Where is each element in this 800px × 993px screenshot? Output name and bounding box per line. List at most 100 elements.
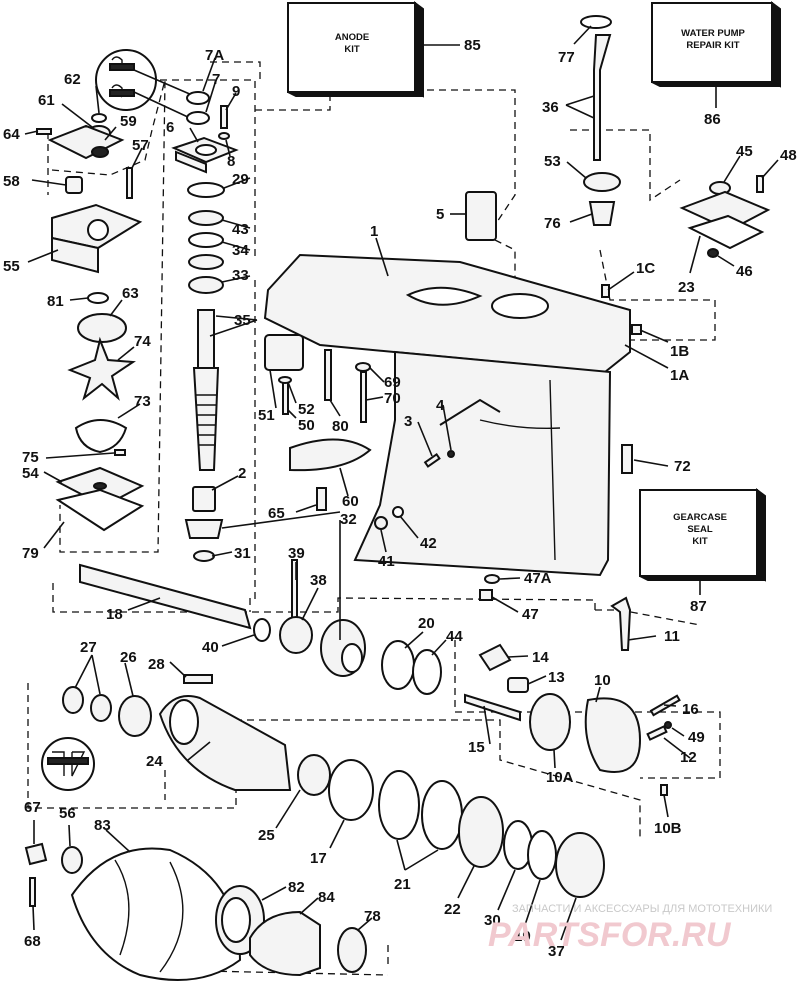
gearcase-kit-label-line1: GEARCASE [673,512,727,523]
housing-plate-6-side [175,150,207,174]
callout-1A: 1A [670,367,689,384]
gearcase-seal-kit-box: GEARCASE SEAL KIT 87 [639,488,766,615]
callout-15: 15 [468,739,485,756]
callout-47: 47 [522,606,539,623]
callout-77: 77 [558,49,575,66]
callout-73: 73 [134,393,151,410]
plug-1b [631,324,642,335]
retaining-ring-21a [378,770,420,840]
callout-50: 50 [298,417,315,434]
callout-74: 74 [134,333,151,350]
bolt-80 [324,349,332,401]
callout-19: 19 [514,928,531,945]
callout-21: 21 [394,876,411,893]
o-ring-29 [187,182,225,198]
callout-63: 63 [122,285,139,302]
callout-49: 49 [688,729,705,746]
water-tube-group-outline [570,129,716,341]
thrust-washer-78 [337,927,367,973]
screw-48 [756,175,764,193]
leader-lines [24,25,779,941]
callout-14: 14 [532,649,549,666]
water-pump-repair-kit-box: WATER PUMP REPAIR KIT 86 [651,1,781,128]
callout-3: 3 [404,413,412,430]
o-ring-17 [328,759,374,821]
seal-7 [186,111,210,125]
driveshaft-35 [192,367,220,471]
callout-37: 37 [548,943,565,960]
impeller-74 [67,336,136,401]
seal-27b [90,694,112,722]
callout-41: 41 [378,553,395,570]
plug-1c [601,284,610,298]
callout-28: 28 [148,656,165,673]
screw-3 [423,452,441,468]
callout-60: 60 [342,493,359,510]
bearing-carrier-group-outline [27,683,641,840]
screw-9 [220,105,228,129]
grommet-76 [588,201,616,226]
callout-56: 56 [59,805,76,822]
callout-42: 42 [420,535,437,552]
callout-47A: 47A [524,570,552,587]
nut-31 [193,550,215,562]
reverse-gear-37 [555,832,605,898]
callout-20: 20 [418,615,435,632]
seal-40 [253,618,271,642]
callout-27: 27 [80,639,97,656]
thrust-hub-84 [249,910,321,977]
screw-47 [479,589,493,601]
callout-39: 39 [288,545,305,562]
callout-1B: 1B [670,343,689,360]
callout-80: 80 [332,418,349,435]
callout-79: 79 [22,545,39,562]
spacer-56 [61,846,83,874]
propeller-shaft-18 [79,563,252,630]
grommet-58 [65,176,83,194]
washer-34 [188,232,224,248]
callout-1: 1 [370,223,378,240]
bearing-26 [118,695,152,737]
shift-shaft-15 [464,693,521,722]
callout-17: 17 [310,850,327,867]
watermark-site: PARTSFOR.RU [488,916,732,954]
callout-81: 81 [47,293,64,310]
o-ring-46 [707,248,719,258]
seal-detail-inset [95,49,193,119]
callout-35: 35 [234,312,251,329]
driveshaft-upper [197,309,215,369]
gasket-79 [55,488,145,532]
callout-23: 23 [678,279,695,296]
callout-65: 65 [268,505,285,522]
callout-85: 85 [464,37,481,54]
callout-numbers: 7A 7 9 62 61 59 64 6 8 57 29 58 43 34 55… [3,47,797,960]
pinion-32 [184,519,224,539]
seal-27a [62,686,84,714]
shim-43 [188,210,224,226]
callout-83: 83 [94,817,111,834]
callout-52: 52 [298,401,315,418]
callout-7A: 7A [205,47,224,64]
callout-84: 84 [318,889,335,906]
callout-8: 8 [227,153,235,170]
callout-9: 9 [232,83,240,100]
driveshaft-group-outline [160,61,261,600]
callout-44: 44 [446,628,463,645]
anode-kit-box: ANODE KIT 85 [287,1,481,98]
callout-1C: 1C [636,260,655,277]
callout-10: 10 [594,672,611,689]
callout-54: 54 [22,465,39,482]
clutch-dog-38 [279,616,313,654]
callout-22: 22 [444,901,461,918]
dowel-4 [447,450,455,458]
callout-64: 64 [3,126,20,143]
nut-67 [24,842,48,866]
impeller-cup-63 [77,313,127,343]
callout-25: 25 [258,827,275,844]
grommet-77 [580,15,612,29]
detent-13 [507,677,529,693]
anode-kit-label-line2: KIT [344,44,360,55]
cradle-14 [478,643,512,672]
housing-top-outline [255,89,516,300]
seal-7a [186,91,210,105]
